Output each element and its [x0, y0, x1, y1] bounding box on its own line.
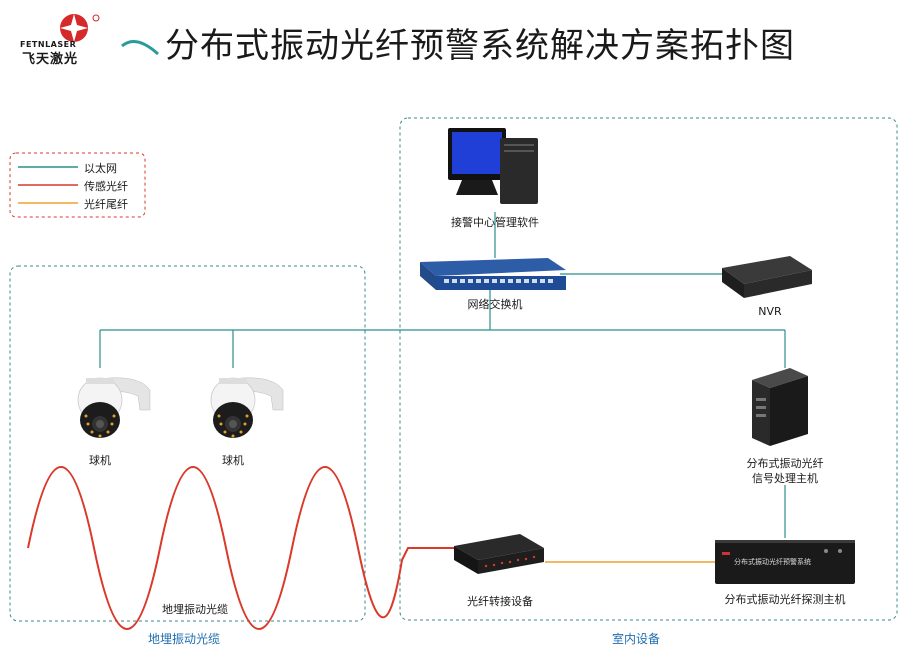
label-switch: 网络交换机: [467, 298, 523, 311]
legend-label-pigtail: 光纤尾纤: [84, 198, 128, 211]
logo-star-icon: [60, 14, 100, 42]
computer-icon: [448, 128, 538, 204]
legend-label-sensing: 传感光纤: [84, 180, 128, 193]
legend-box: [9, 152, 146, 218]
label-cable: 地埋振动光缆: [162, 603, 228, 616]
fiber-adapter-icon: [454, 534, 544, 574]
server-tower-icon: [752, 368, 808, 446]
label-signal-host-line1: 分布式振动光纤: [746, 457, 824, 470]
label-alarm-software: 接警中心管理软件: [451, 216, 539, 229]
label-detector: 分布式振动光纤探测主机: [724, 593, 846, 606]
logo-text-cn: 飞天激光: [22, 52, 79, 67]
legend-label-ethernet: 以太网: [84, 162, 117, 175]
label-nvr: NVR: [758, 305, 782, 318]
zone-right-label: 室内设备: [612, 632, 661, 646]
detector-host-icon: [715, 540, 855, 584]
logo-text-en: FETNLASER: [20, 40, 77, 49]
label-camera-2: 球机: [222, 454, 244, 467]
dome-camera-1-icon: [77, 377, 151, 438]
label-camera-1: 球机: [89, 454, 111, 467]
logo: [18, 8, 138, 68]
sensing-fiber-wave: [27, 466, 455, 630]
zone-left-label: 地埋振动光缆: [148, 632, 221, 646]
logo-swoosh-icon: [121, 40, 160, 56]
detector-panel-text: 分布式振动光纤预警系统: [734, 558, 811, 566]
label-adapter: 光纤转接设备: [467, 595, 533, 608]
label-signal-host-line2: 信号处理主机: [752, 472, 818, 485]
zone-left-border: [9, 265, 366, 622]
switch-icon: [420, 258, 566, 290]
nvr-icon: [722, 256, 812, 298]
zone-right-border: [399, 117, 898, 621]
dome-camera-2-icon: [210, 377, 284, 438]
page-title: 分布式振动光纤预警系统解决方案拓扑图: [165, 26, 795, 66]
